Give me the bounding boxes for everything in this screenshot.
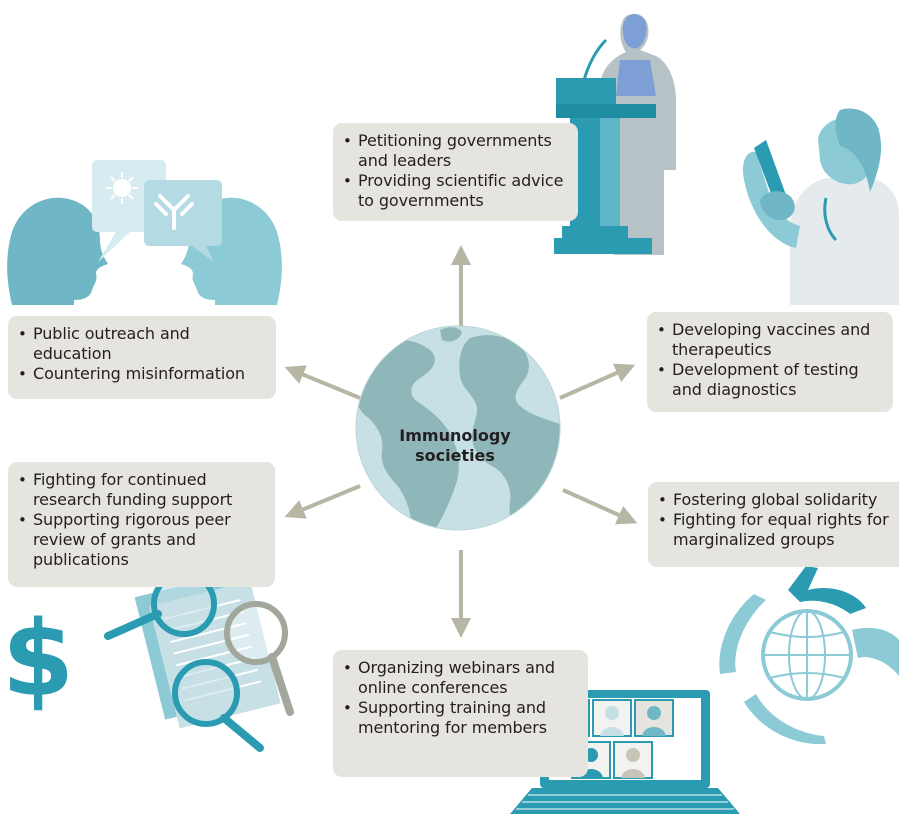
speech-heads-icon [7,160,282,305]
webinars-item-2: Supporting training and mentoring for me… [343,698,578,738]
webinars-box: Organizing webinars and online conferenc… [333,650,588,777]
webinars-item-1: Organizing webinars and online conferenc… [343,658,578,698]
government-item-1: Petitioning governments and leaders [343,131,568,171]
funding-box: Fighting for continued research funding … [8,462,275,587]
center-label-line2: societies [415,446,495,465]
solidarity-box: Fostering global solidarity Fighting for… [648,482,899,567]
vaccines-item-2: Development of testing and diagnostics [657,360,883,400]
arrow-lower-left [284,484,361,519]
magnifier-documents-icon [104,571,294,752]
laptop-video-call-icon [510,690,740,814]
center-label-line1: Immunology [399,426,511,445]
funding-item-2: Supporting rigorous peer review of grant… [18,510,265,570]
dollar-icon: $ [2,598,74,720]
arrow-lower-right [562,488,638,525]
scientist-icon [742,108,899,305]
solidarity-item-2: Fighting for equal rights for marginaliz… [658,510,889,550]
government-box: Petitioning governments and leaders Prov… [333,123,578,221]
outreach-item-1: Public outreach and education [18,324,266,364]
arrows [284,245,638,638]
vaccines-box: Developing vaccines and therapeutics Dev… [647,312,893,412]
globe-icon [355,325,561,531]
solidarity-item-1: Fostering global solidarity [658,490,889,510]
arrow-upper-right [559,363,636,400]
outreach-box: Public outreach and education Countering… [8,316,276,399]
center-label: Immunology societies [380,426,530,466]
funding-item-1: Fighting for continued research funding … [18,470,265,510]
hands-globe-icon [719,566,899,744]
svg-text:$: $ [2,598,74,720]
arrow-upper-left [284,365,361,400]
government-item-2: Providing scientific advice to governmen… [343,171,568,211]
outreach-item-2: Countering misinformation [18,364,266,384]
vaccines-item-1: Developing vaccines and therapeutics [657,320,883,360]
